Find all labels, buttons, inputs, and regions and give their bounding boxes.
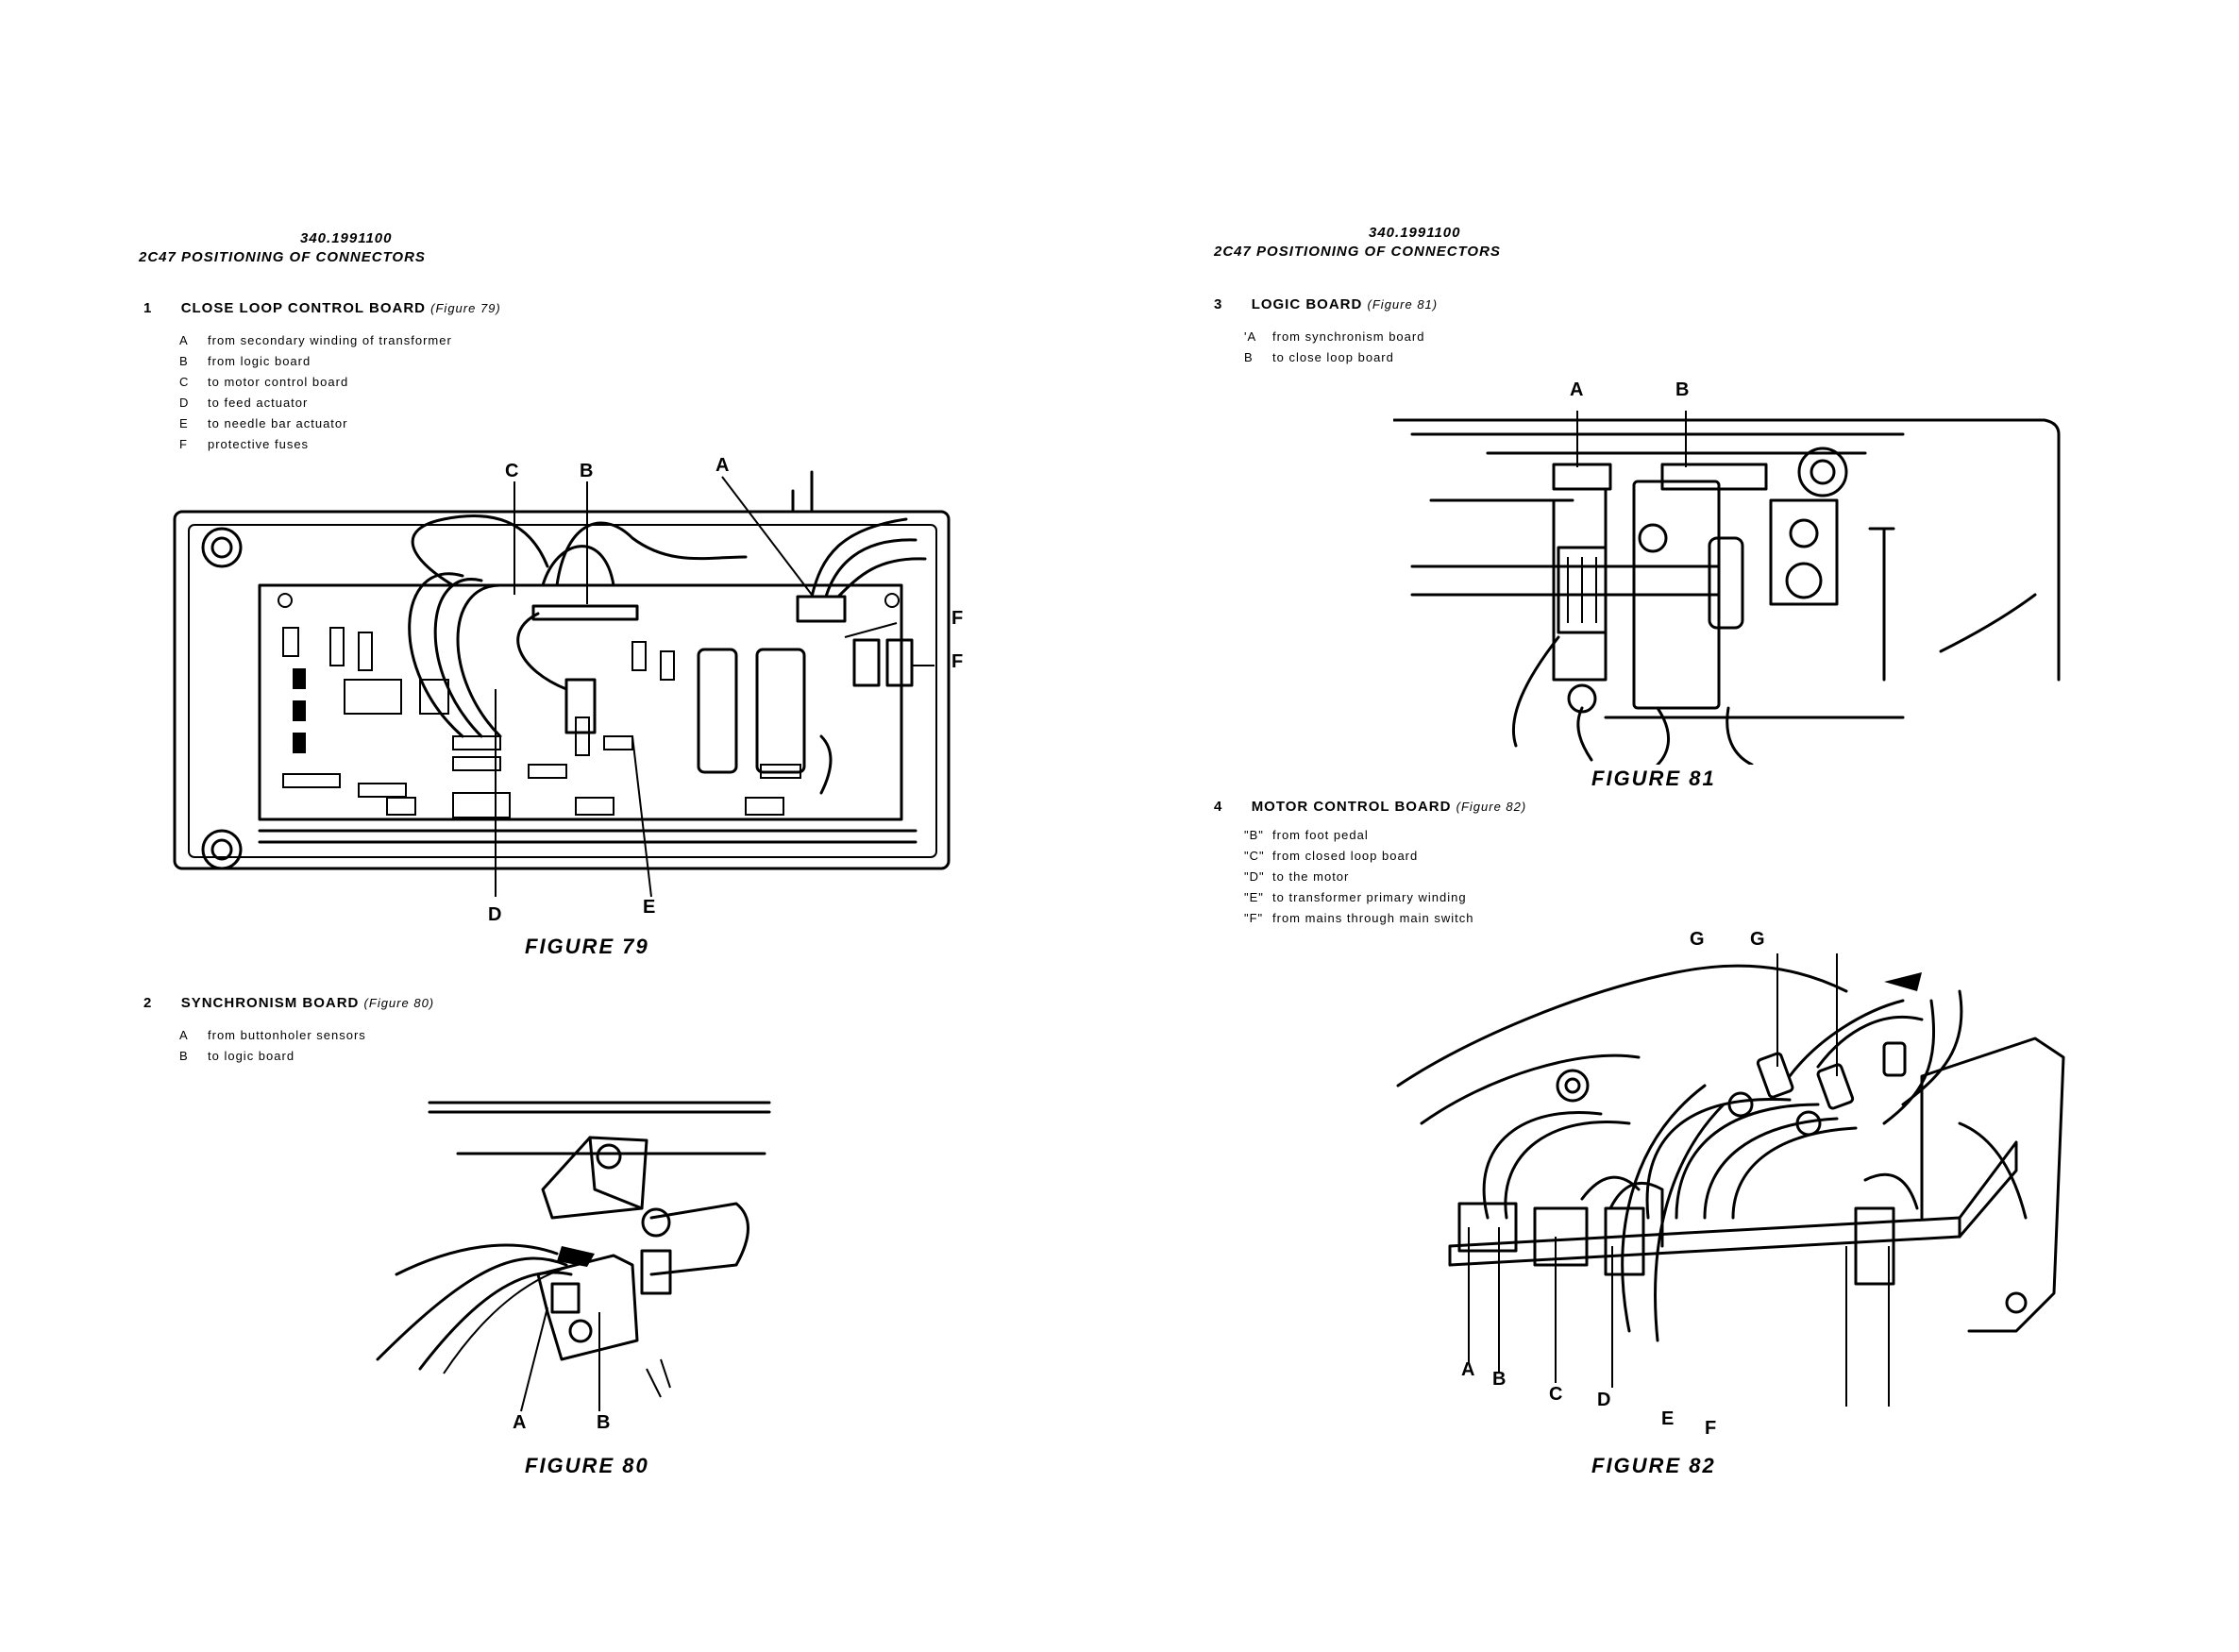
item-title: LOGIC BOARD — [1251, 296, 1363, 312]
section-title: 2C47 POSITIONING OF CONNECTORS — [1214, 244, 1501, 260]
right-page: 340.1991100 2C47 POSITIONING OF CONNECTO… — [1120, 0, 2239, 1652]
callout-c: C — [505, 461, 519, 481]
item-4-legend: "B"from foot pedal "C"from closed loop b… — [1244, 825, 1474, 929]
item-number: 4 — [1214, 799, 1223, 815]
left-page: 340.1991100 2C47 POSITIONING OF CONNECTO… — [139, 230, 964, 1477]
item-title: SYNCHRONISM BOARD — [180, 995, 360, 1011]
callout-g: G — [1690, 929, 1705, 950]
callout-e: E — [1661, 1408, 1675, 1429]
callout-a: A — [715, 455, 730, 476]
figure-ref: (Figure 80) — [363, 996, 435, 1010]
callout-d: D — [488, 904, 502, 925]
callout-e: E — [643, 897, 656, 918]
callout-a: A — [1570, 379, 1584, 400]
callout-f: F — [951, 608, 964, 629]
figure-79-drawing — [173, 470, 951, 898]
callout-b: B — [1675, 379, 1690, 400]
legend-row: "D"to the motor — [1244, 869, 1350, 884]
item-number: 1 — [143, 300, 153, 316]
figure-80-drawing — [376, 1101, 771, 1412]
doc-number: 340.1991100 — [1369, 225, 1461, 241]
callout-a: A — [513, 1412, 527, 1433]
item-title: CLOSE LOOP CONTROL BOARD — [180, 300, 426, 316]
item-3-heading: 3 LOGIC BOARD (Figure 81) — [1214, 296, 1438, 312]
callout-f: F — [1705, 1418, 1717, 1439]
figure-82-caption: FIGURE 82 — [1591, 1454, 1716, 1477]
callout-b: B — [580, 461, 594, 481]
figure-80-caption: FIGURE 80 — [525, 1454, 649, 1477]
callout-b: B — [597, 1412, 611, 1433]
doc-number: 340.1991100 — [300, 230, 393, 246]
legend-row: "E"to transformer primary winding — [1244, 890, 1467, 904]
legend-row: "F"from mains through main switch — [1244, 911, 1474, 925]
callout-f: F — [951, 651, 964, 672]
figure-79-caption: FIGURE 79 — [525, 935, 649, 958]
callout-b: B — [1492, 1369, 1507, 1390]
legend-row: "C"from closed loop board — [1244, 849, 1419, 863]
figure-81-caption: FIGURE 81 — [1591, 767, 1716, 790]
figure-ref: (Figure 79) — [430, 301, 501, 315]
figure-81-drawing — [1393, 411, 2061, 765]
item-4-heading: 4 MOTOR CONTROL BOARD (Figure 82) — [1214, 799, 1526, 815]
item-1-heading: 1 CLOSE LOOP CONTROL BOARD (Figure 79) — [143, 300, 501, 316]
legend-row: "B"from foot pedal — [1244, 828, 1369, 842]
item-number: 2 — [143, 995, 153, 1011]
figure-ref: (Figure 82) — [1456, 800, 1527, 814]
figure-ref: (Figure 81) — [1367, 297, 1439, 312]
section-title: 2C47 POSITIONING OF CONNECTORS — [139, 249, 426, 265]
callout-a: A — [1461, 1359, 1475, 1380]
item-2-heading: 2 SYNCHRONISM BOARD (Figure 80) — [143, 995, 434, 1011]
callout-g: G — [1750, 929, 1765, 950]
item-title: MOTOR CONTROL BOARD — [1251, 799, 1452, 815]
callout-c: C — [1549, 1384, 1563, 1405]
figure-82-drawing — [1396, 953, 2065, 1407]
callout-d: D — [1597, 1390, 1611, 1410]
item-number: 3 — [1214, 296, 1223, 312]
